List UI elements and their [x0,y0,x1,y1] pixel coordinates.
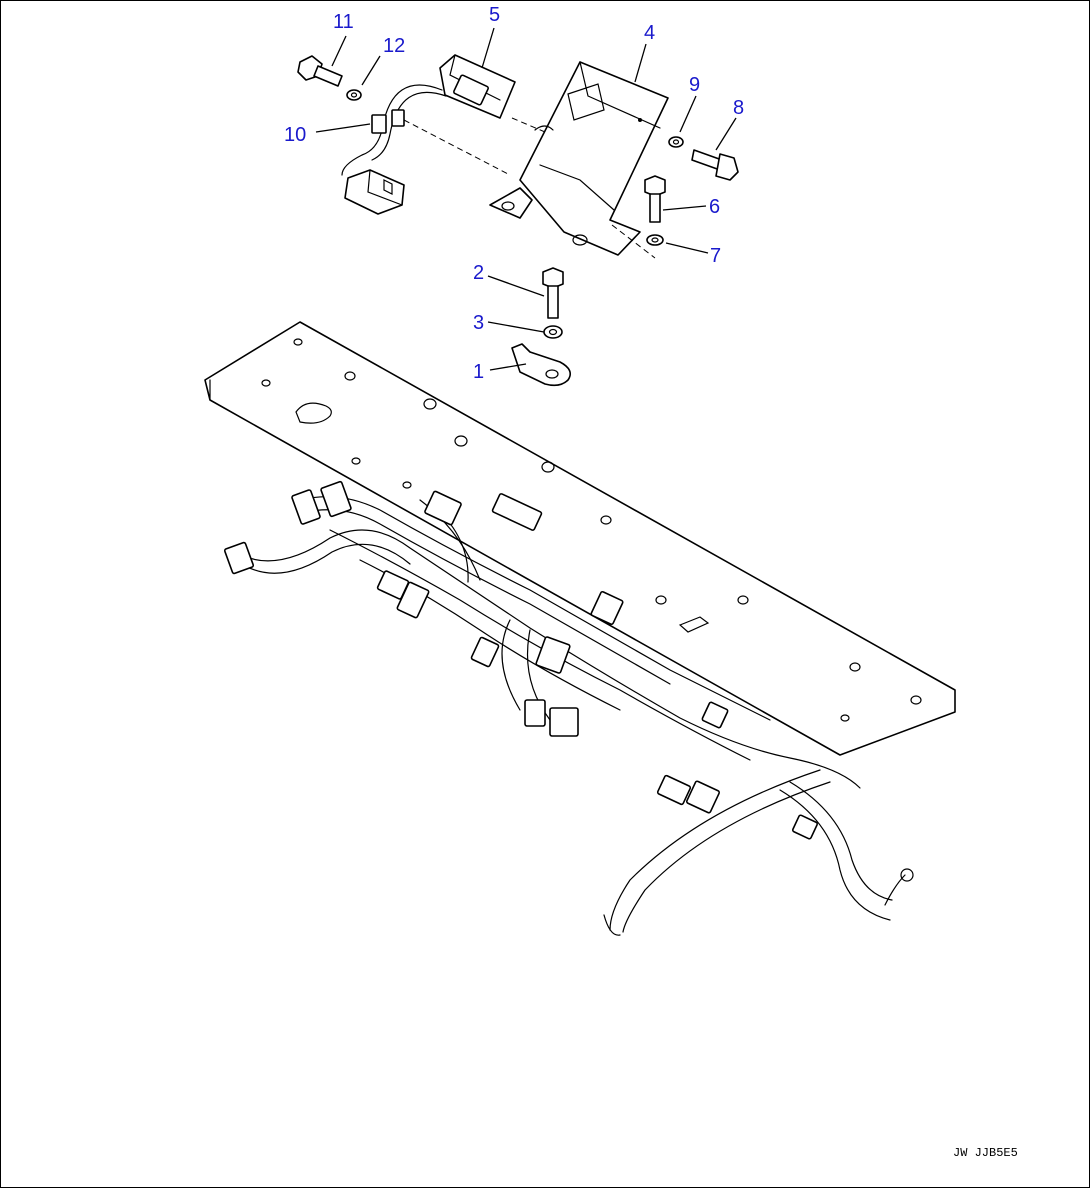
bolt-part-2 [542,267,564,319]
bolt-part-8 [691,149,739,181]
harness-part-10 [341,84,447,215]
bolt-part-6 [644,175,666,223]
callout-12: 12 [383,35,405,57]
callout-4: 4 [644,22,655,44]
callout-6: 6 [709,196,720,218]
ground-strap-part-1 [511,343,571,387]
bolt-part-11 [297,55,343,87]
callout-8: 8 [733,97,744,119]
washer-part-9 [668,136,684,148]
callout-7: 7 [710,245,721,267]
washer-part-12 [346,89,362,101]
washer-part-7 [646,234,664,246]
callout-5: 5 [489,4,500,26]
callout-10: 10 [284,124,306,146]
leader-lines [315,27,737,371]
washer-part-3 [543,325,563,339]
drawing-id: JW JJB5E5 [953,1146,1018,1160]
callout-9: 9 [689,74,700,96]
relay-unit-part-5 [439,54,516,119]
assembly-guides [403,117,656,259]
wire-harness [223,480,914,936]
callout-1: 1 [473,361,484,383]
base-plate [204,321,956,756]
callouts: 11 12 5 4 9 8 10 6 7 2 3 1 [284,4,744,383]
callout-3: 3 [473,312,484,334]
bracket-part-4 [489,61,669,256]
callout-2: 2 [473,262,484,284]
callout-11: 11 [333,11,354,33]
